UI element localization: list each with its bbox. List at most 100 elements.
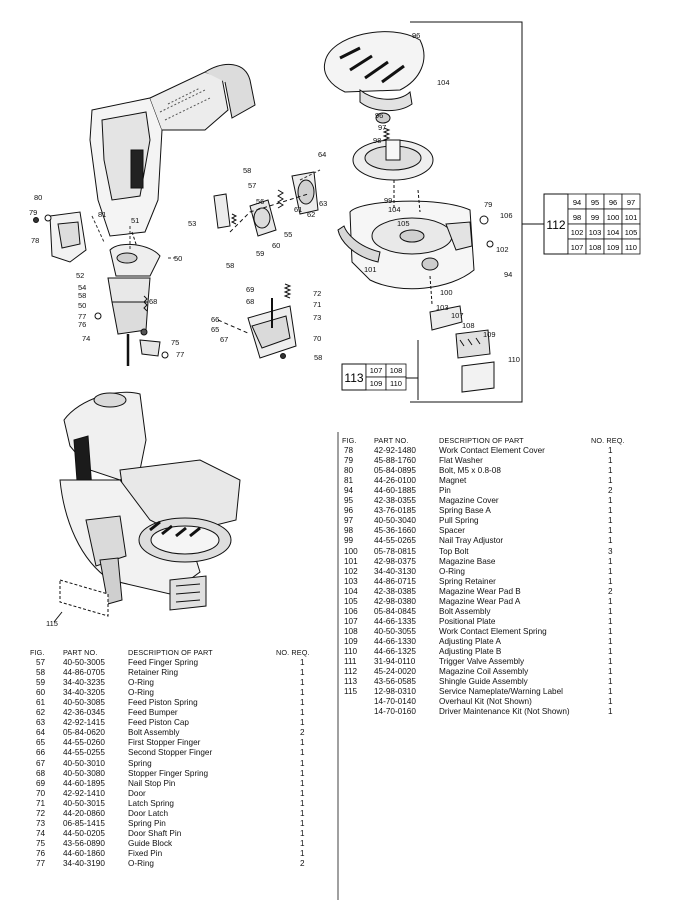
callout-number: 100 <box>440 288 453 297</box>
callout-number: 103 <box>436 303 449 312</box>
kit-cell-number: 98 <box>573 213 581 222</box>
callout-number: 67 <box>220 335 228 344</box>
no-req-cell: 1 <box>608 616 613 626</box>
callout-number: 58 <box>243 166 251 175</box>
housing-illustration <box>89 64 256 251</box>
part-no-cell: 44-66-1335 <box>374 616 416 626</box>
no-req-cell: 1 <box>608 707 613 717</box>
no-req-cell: 2 <box>608 586 613 596</box>
no-req-cell: 2 <box>608 486 613 496</box>
description-cell: Spring <box>128 758 152 768</box>
part-no-cell: 44-66-1330 <box>374 636 416 646</box>
no-req-cell: 1 <box>300 808 305 818</box>
fig-cell: 106 <box>344 606 358 616</box>
part-no-cell: 42-92-1415 <box>63 718 105 728</box>
callout-number: 61 <box>294 205 302 214</box>
part-no-cell: 43-56-0890 <box>63 838 105 848</box>
part-no-cell: 44-55-0260 <box>63 738 105 748</box>
kit-cell-number: 94 <box>573 198 581 207</box>
fig-cell: 75 <box>36 838 46 848</box>
fig-cell: 73 <box>36 818 46 828</box>
callout-number: 57 <box>248 181 256 190</box>
part-no-cell: 44-60-1885 <box>374 486 416 496</box>
callout-number: 115 <box>46 619 58 628</box>
part-no-cell: 42-92-1480 <box>374 446 416 456</box>
fig-cell: 104 <box>344 586 358 596</box>
part-no-cell: 42-92-1410 <box>63 788 105 798</box>
part-no-cell: 42-38-0385 <box>374 586 416 596</box>
no-req-cell: 1 <box>608 687 613 697</box>
fig-cell: 76 <box>36 848 46 858</box>
fig-cell: 64 <box>36 728 46 738</box>
description-cell: Stopper Finger Spring <box>128 768 209 778</box>
no-req-cell: 1 <box>300 678 305 688</box>
header-fig: FIG. <box>342 436 357 445</box>
fig-cell: 110 <box>344 646 358 656</box>
callout-number: 106 <box>500 211 513 220</box>
fig-cell: 96 <box>344 506 354 516</box>
kit-112-label: 112 <box>546 218 565 232</box>
fig-cell: 74 <box>36 828 46 838</box>
fig-cell: 78 <box>344 446 354 456</box>
kit-cell-number: 101 <box>625 213 638 222</box>
kit-cell-number: 103 <box>589 228 602 237</box>
callout-number: 68 <box>246 297 254 306</box>
fig-cell: 115 <box>344 687 358 697</box>
callout-number: 53 <box>188 219 196 228</box>
header-part-no: PART NO. <box>374 436 409 445</box>
callout-number: 58 <box>226 261 234 270</box>
fig-cell: 67 <box>36 758 46 768</box>
kit-cell-number: 105 <box>625 228 638 237</box>
header-part-no: PART NO. <box>63 648 98 657</box>
description-cell: Work Contact Element Spring <box>439 626 547 636</box>
part-no-cell: 40-50-3005 <box>63 658 105 668</box>
description-cell: Positional Plate <box>439 616 496 626</box>
fig-cell: 101 <box>344 556 358 566</box>
part-no-cell: 44-66-1325 <box>374 646 416 656</box>
description-cell: Nail Tray Adjustor <box>439 536 504 546</box>
description-cell: Shingle Guide Assembly <box>439 677 528 687</box>
kit-cell <box>621 238 641 255</box>
no-req-cell: 1 <box>608 657 613 667</box>
description-cell: Spring Retainer <box>439 576 496 586</box>
no-req-cell: 1 <box>300 748 305 758</box>
description-cell: Bolt Assembly <box>128 728 180 738</box>
no-req-cell: 1 <box>300 688 305 698</box>
no-req-cell: 1 <box>608 646 613 656</box>
part-no-cell: 14-70-0160 <box>374 707 416 717</box>
kit-cell <box>385 376 407 391</box>
no-req-cell: 1 <box>608 677 613 687</box>
fig-cell: 60 <box>36 688 46 698</box>
kit-cell-number: 107 <box>370 366 383 375</box>
callout-number: 60 <box>272 241 280 250</box>
part-no-cell: 44-55-0265 <box>374 536 416 546</box>
part-no-cell: 44-26-0100 <box>374 476 416 486</box>
part-no-cell: 44-86-0705 <box>63 668 105 678</box>
part-no-cell: 45-36-1660 <box>374 526 416 536</box>
fig-cell: 57 <box>36 658 46 668</box>
fig-cell: 100 <box>344 546 358 556</box>
callout-number: 65 <box>211 325 219 334</box>
part-no-cell: 42-36-0345 <box>63 708 105 718</box>
kit-cell-number: 99 <box>591 213 599 222</box>
callout-number: 74 <box>82 334 90 343</box>
